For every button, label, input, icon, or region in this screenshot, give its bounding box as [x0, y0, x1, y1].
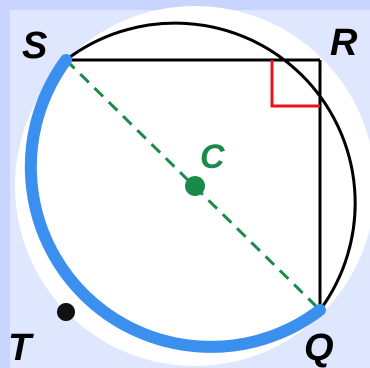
right-angle-marker — [270, 60, 320, 108]
label-c: C — [200, 138, 225, 176]
circle-outline — [65, 21, 357, 311]
center-point-c — [185, 176, 205, 196]
label-t: T — [8, 327, 34, 368]
arc-stq — [24, 54, 326, 353]
label-q: Q — [304, 327, 334, 368]
label-s: S — [22, 25, 47, 67]
frame-top-band — [0, 0, 370, 10]
label-r: R — [330, 22, 358, 64]
frame-left-band — [0, 0, 10, 368]
point-t — [57, 303, 75, 321]
